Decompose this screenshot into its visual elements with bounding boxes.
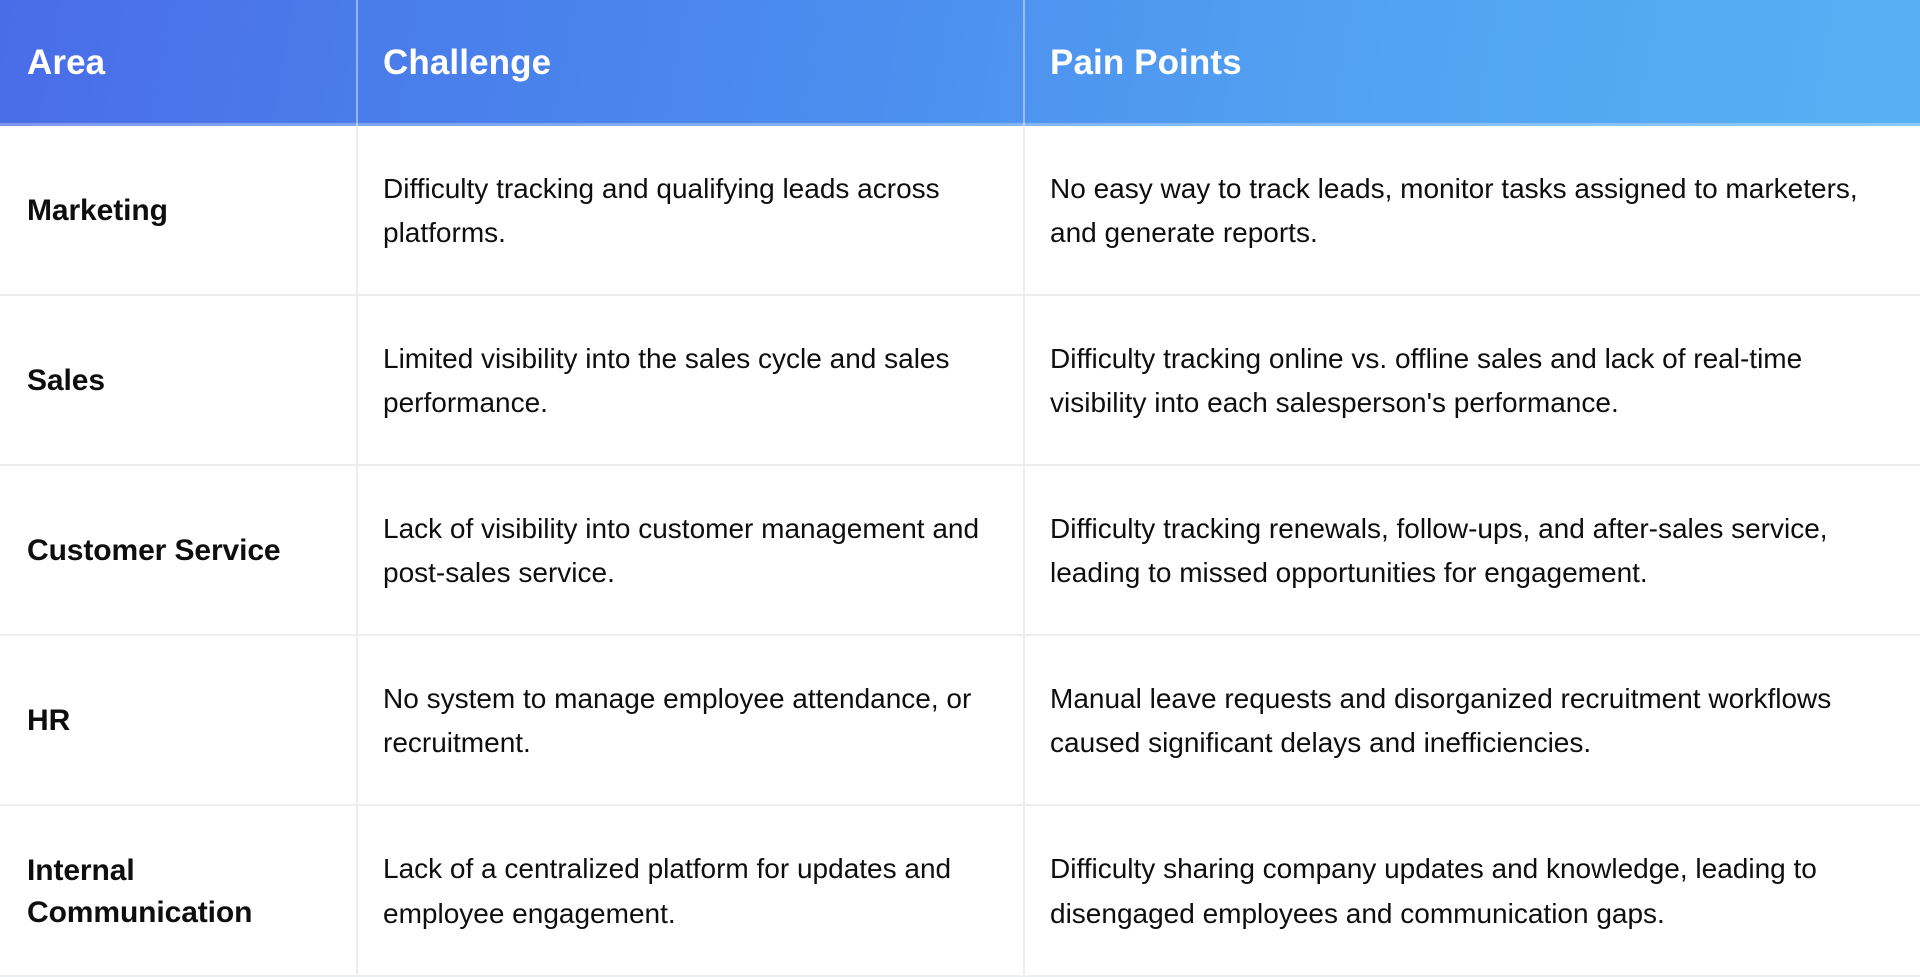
cell-pain-points: Difficulty tracking online vs. offline s… bbox=[1023, 296, 1920, 466]
table-header-row: Area Challenge Pain Points bbox=[0, 0, 1920, 126]
cell-challenge: Limited visibility into the sales cycle … bbox=[356, 296, 1023, 466]
column-header-area: Area bbox=[27, 43, 106, 82]
table-row: Customer Service Lack of visibility into… bbox=[0, 466, 1920, 636]
table-row: Marketing Difficulty tracking and qualif… bbox=[0, 126, 1920, 296]
cell-area: Internal Communication bbox=[27, 854, 253, 929]
cell-area: Customer Service bbox=[27, 534, 281, 568]
cell-pain-points: No easy way to track leads, monitor task… bbox=[1023, 126, 1920, 296]
table-row: Sales Limited visibility into the sales … bbox=[0, 296, 1920, 466]
cell-area: Marketing bbox=[27, 194, 168, 228]
cell-challenge: Difficulty tracking and qualifying leads… bbox=[356, 126, 1023, 296]
cell-pain-points: Manual leave requests and disorganized r… bbox=[1023, 636, 1920, 806]
cell-challenge: Lack of visibility into customer managem… bbox=[356, 466, 1023, 636]
cell-pain-points: Difficulty sharing company updates and k… bbox=[1023, 806, 1920, 977]
column-header-challenge: Challenge bbox=[356, 0, 1023, 126]
cell-pain-points: Difficulty tracking renewals, follow-ups… bbox=[1023, 466, 1920, 636]
cell-challenge: No system to manage employee attendance,… bbox=[356, 636, 1023, 806]
cell-area: Sales bbox=[27, 364, 105, 398]
table-row: HR No system to manage employee attendan… bbox=[0, 636, 1920, 806]
table-row: Internal Communication Lack of a central… bbox=[0, 806, 1920, 977]
column-header-pain-points: Pain Points bbox=[1023, 0, 1920, 126]
table-body: Marketing Difficulty tracking and qualif… bbox=[0, 126, 1920, 977]
cell-area: HR bbox=[27, 704, 71, 738]
cell-challenge: Lack of a centralized platform for updat… bbox=[356, 806, 1023, 977]
